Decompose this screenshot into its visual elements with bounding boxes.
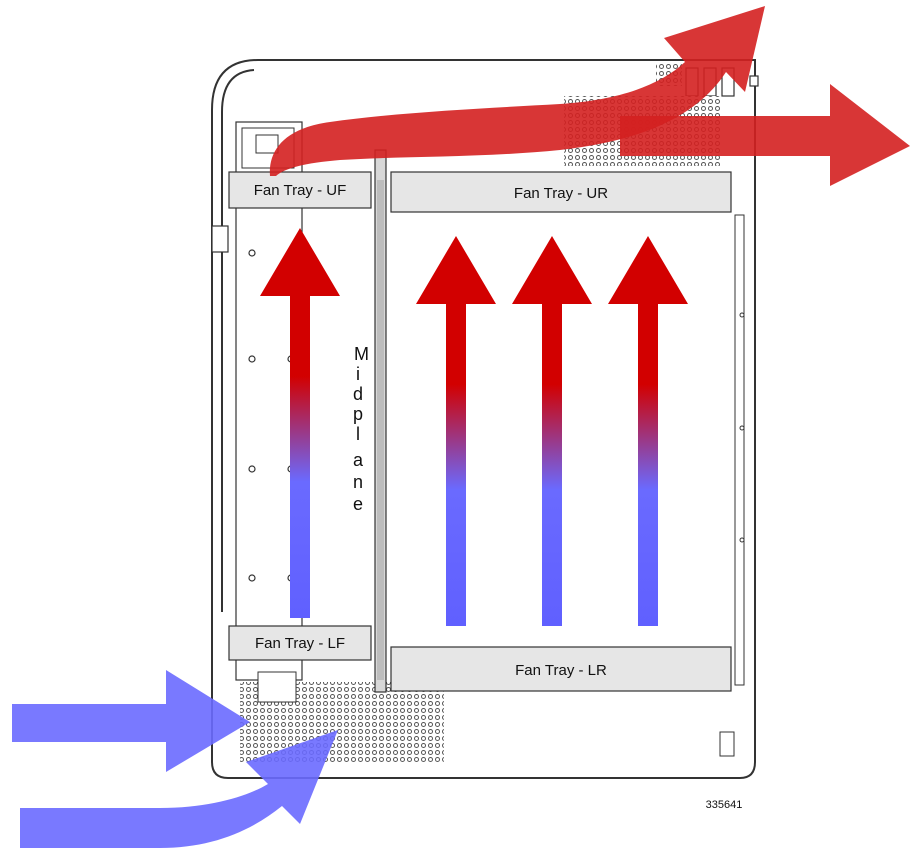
intake-arrow-curved [20, 730, 338, 848]
midplane-letter: l [356, 424, 360, 444]
airflow-arrow-rear-2 [512, 236, 592, 626]
exhaust-arrow-curved [269, 6, 765, 176]
fan-tray-ur-label: Fan Tray - UR [514, 185, 608, 202]
intake-arrows [12, 670, 338, 848]
intake-arrow-straight [12, 670, 250, 772]
midplane-letter: M [354, 344, 369, 364]
vertical-airflow-arrows [260, 228, 688, 626]
midplane-letter: a [353, 450, 364, 470]
fan-tray-lr: Fan Tray - LR [390, 646, 732, 692]
fan-tray-lf: Fan Tray - LF [228, 625, 372, 661]
exhaust-arrows [269, 6, 910, 186]
midplane-letter: i [356, 364, 360, 384]
exhaust-arrow-straight [620, 84, 910, 186]
midplane-letter: p [353, 404, 363, 424]
figure-number: 335641 [706, 799, 743, 811]
airflow-arrow-rear-1 [416, 236, 496, 626]
fan-tray-uf-label: Fan Tray - UF [254, 182, 347, 199]
fan-tray-lr-label: Fan Tray - LR [515, 662, 607, 679]
midplane-letter: n [353, 472, 363, 492]
airflow-arrow-rear-3 [608, 236, 688, 626]
airflow-arrow-front [260, 228, 340, 618]
midplane-letter: d [353, 384, 363, 404]
fan-tray-ur: Fan Tray - UR [390, 171, 732, 213]
midplane-letter: e [353, 494, 363, 514]
fan-tray-uf: Fan Tray - UF [228, 171, 372, 209]
fan-tray-lf-label: Fan Tray - LF [255, 635, 345, 652]
